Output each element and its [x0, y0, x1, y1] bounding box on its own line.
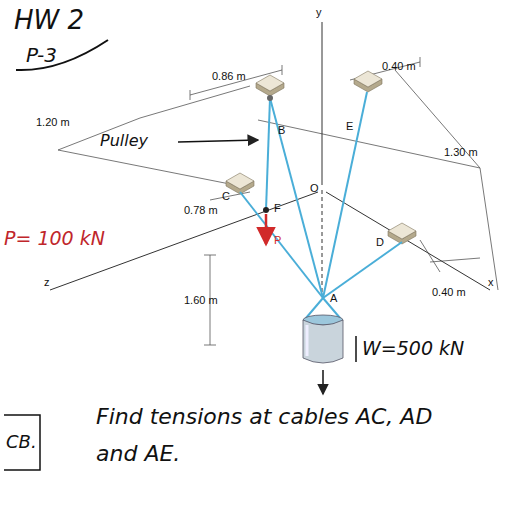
homework-number: HW 2	[14, 6, 84, 35]
given-value: W=500 kN	[362, 338, 464, 359]
dimension: 1.30 m	[444, 146, 478, 158]
point-label: B	[278, 124, 285, 136]
origin-label: O	[310, 182, 319, 194]
dimension: 1.20 m	[36, 116, 70, 128]
point-label: E	[346, 120, 353, 132]
axis-label: z	[44, 276, 50, 288]
part-name: Pulley	[100, 132, 148, 150]
axis-label: y	[316, 6, 322, 18]
force-label: P	[274, 234, 281, 246]
problem-number: P-3	[26, 44, 57, 66]
given-value: P= 100 kN	[4, 228, 105, 249]
point-label: C	[222, 190, 230, 202]
section-tag: CB.	[6, 432, 37, 452]
point-label: F	[274, 202, 281, 214]
axis-label: x	[488, 276, 494, 288]
dimension: 0.86 m	[212, 70, 246, 82]
point-label: D	[376, 236, 384, 248]
dimension: 0.40 m	[432, 286, 466, 298]
dimension: 0.78 m	[184, 204, 218, 216]
dimension: 1.60 m	[184, 294, 218, 306]
dimension: 0.40 m	[382, 60, 416, 72]
task-note: Find tensions at cables AC, AD and AE.	[96, 398, 466, 473]
point-label: A	[330, 292, 337, 304]
